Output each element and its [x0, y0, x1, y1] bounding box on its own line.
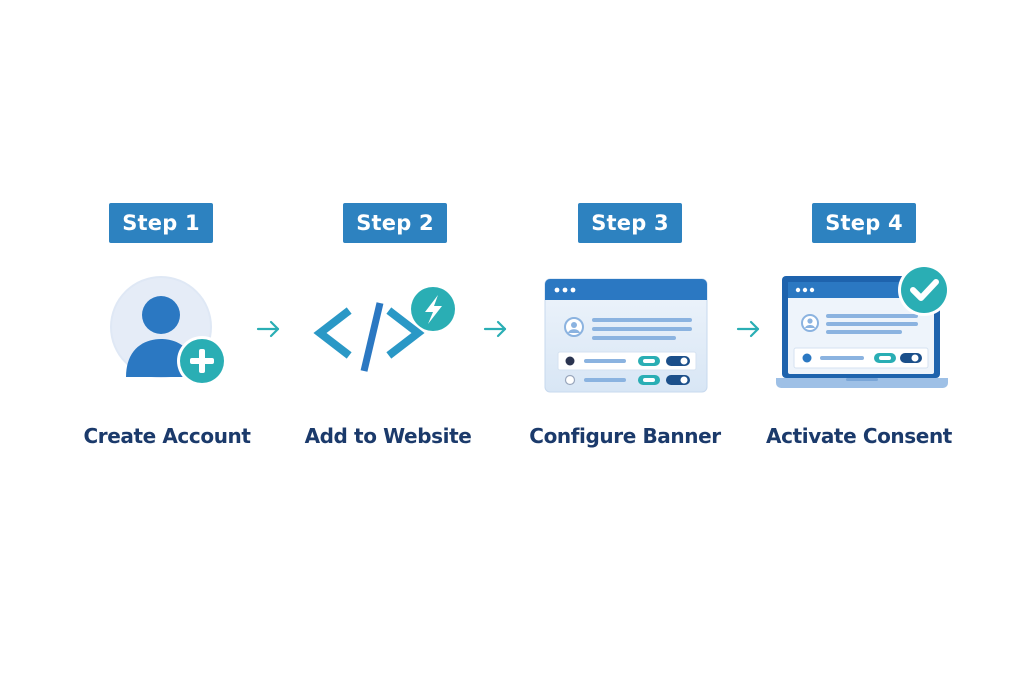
step-4-title: Activate Consent: [766, 424, 952, 448]
step-1-title: Create Account: [83, 424, 251, 448]
arrow-right-icon: [483, 320, 507, 338]
code-embed-icon: [313, 287, 455, 372]
laptop-check-icon: [776, 264, 950, 388]
step-2-title: Add to Website: [304, 424, 472, 448]
step-4-badge: Step 4: [812, 203, 916, 243]
arrow-right-icon: [736, 320, 760, 338]
banner-settings-icon: [544, 278, 708, 393]
arrow-right-icon: [256, 320, 280, 338]
step-3-badge: Step 3: [578, 203, 682, 243]
add-user-icon: [110, 276, 227, 386]
step-1-badge: Step 1: [109, 203, 213, 243]
step-2-badge: Step 2: [343, 203, 447, 243]
step-3-title: Configure Banner: [529, 424, 721, 448]
